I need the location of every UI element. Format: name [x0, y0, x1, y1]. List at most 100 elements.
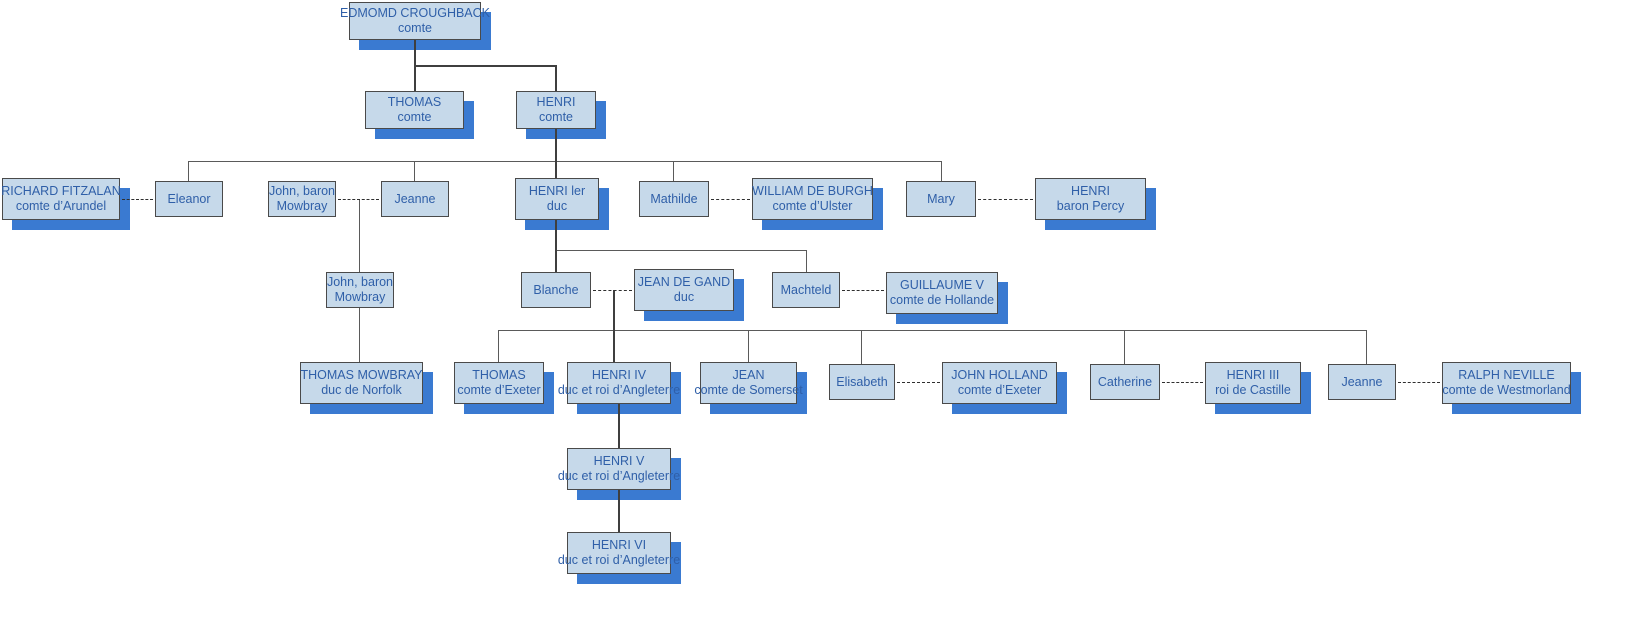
node-henri-ler-name: HENRI ler: [528, 184, 586, 199]
connector-to-henri-iv: [613, 330, 615, 362]
node-mary[interactable]: Mary: [906, 181, 976, 217]
node-william-de-burgh-name: WILLIAM DE BURGH: [752, 184, 873, 199]
node-edmond-title: comte: [397, 21, 433, 35]
connector-to-mathilde: [673, 161, 675, 181]
node-john-holland-name: JOHN HOLLAND: [951, 368, 1048, 383]
node-john-mowbray-1-name: John, baron: [268, 184, 336, 199]
node-richard-fitzalan-title: comte d’Arundel: [15, 199, 107, 213]
marriage-link-jeanne-ralph: [1398, 382, 1440, 383]
connector-mowbray-descent: [359, 199, 361, 272]
node-thomas-comte-title: comte: [397, 110, 432, 124]
node-henri-ler-title: duc: [546, 199, 568, 213]
node-machteld-name: Machteld: [780, 282, 832, 297]
node-john-mowbray-2-name: John, baron: [326, 275, 394, 290]
node-blanche-name: Blanche: [533, 282, 579, 297]
node-henri-v-title: duc et roi d’Angleterre: [557, 469, 681, 483]
node-ralph-neville-title: comte de Westmorland: [1442, 383, 1571, 397]
node-guillaume-v-title: comte de Hollande: [889, 293, 995, 307]
marriage-link-catherine-henri3: [1162, 382, 1203, 383]
marriage-link-machteld-guillaume: [842, 290, 884, 291]
connector-to-machteld: [806, 250, 808, 272]
node-jean-de-gand-title: duc: [673, 290, 695, 304]
marriage-link-elisabeth-holland: [897, 382, 940, 383]
node-thomas-exeter-name: THOMAS: [472, 368, 526, 383]
connector-henri-comte-down: [555, 129, 557, 162]
node-jeanne-2-name: Jeanne: [1341, 374, 1383, 389]
node-henri-iii-title: roi de Castille: [1215, 383, 1291, 397]
marriage-link-richard-eleanor: [122, 199, 153, 200]
node-henri-comte-name: HENRI: [536, 95, 576, 110]
connector-to-henri-comte: [555, 65, 557, 91]
node-thomas-comte-name: THOMAS: [387, 95, 442, 110]
node-jeanne-2[interactable]: Jeanne: [1328, 364, 1396, 400]
node-mathilde-name: Mathilde: [650, 191, 698, 206]
marriage-link-mathilde-william: [711, 199, 750, 200]
connector-to-thomas-mowbray: [359, 308, 361, 362]
connector-to-jean-somerset: [748, 330, 750, 362]
node-henri-vi-name: HENRI VI: [591, 538, 647, 553]
node-henri-iii-name: HENRI III: [1226, 368, 1280, 383]
node-jeanne-1-name: Jeanne: [394, 191, 436, 206]
marriage-link-mary-henri-percy: [978, 199, 1033, 200]
node-john-mowbray-2-title: Mowbray: [334, 290, 386, 304]
node-henri-percy-title: baron Percy: [1056, 199, 1125, 213]
node-william-de-burgh-title: comte d’Ulster: [772, 199, 853, 213]
node-john-mowbray-1-title: Mowbray: [276, 199, 328, 213]
node-jeanne-1[interactable]: Jeanne: [381, 181, 449, 217]
connector-generation3-bus: [188, 161, 942, 163]
connector-generation5-bus: [498, 330, 1366, 332]
node-mary-name: Mary: [927, 191, 955, 206]
node-thomas-mowbray-title: duc de Norfolk: [321, 383, 402, 397]
node-jean-somerset-title: comte de Somerset: [694, 383, 803, 397]
node-edmond-name: EDMOMD CROUGHBACK: [340, 6, 491, 21]
node-henri-iv-title: duc et roi d’Angleterre: [557, 383, 681, 397]
node-thomas-mowbray-name: THOMAS MOWBRAY: [300, 368, 423, 383]
node-eleanor-name: Eleanor: [167, 191, 211, 206]
connector-henri-iv-to-v: [618, 404, 620, 448]
connector-to-catherine: [1124, 330, 1126, 364]
connector-to-mary: [941, 161, 943, 181]
node-henri-v-name: HENRI V: [593, 454, 645, 469]
node-mathilde[interactable]: Mathilde: [639, 181, 709, 217]
node-catherine[interactable]: Catherine: [1090, 364, 1160, 400]
connector-to-jeanne-1: [414, 161, 416, 181]
connector-generation4-bus: [555, 250, 807, 252]
node-elisabeth[interactable]: Elisabeth: [829, 364, 895, 400]
node-guillaume-v-name: GUILLAUME V: [899, 278, 985, 293]
connector-henri-v-to-vi: [618, 490, 620, 532]
node-ralph-neville-name: RALPH NEVILLE: [1458, 368, 1555, 383]
connector-to-henri-ler: [555, 161, 557, 178]
marriage-link-mowbray-jeanne: [338, 199, 379, 200]
connector-to-blanche: [555, 250, 557, 272]
node-jean-de-gand-name: JEAN DE GAND: [637, 275, 731, 290]
node-jean-somerset-name: JEAN: [732, 368, 765, 383]
node-blanche[interactable]: Blanche: [521, 272, 591, 308]
node-eleanor[interactable]: Eleanor: [155, 181, 223, 217]
node-thomas-exeter-title: comte d’Exeter: [457, 383, 541, 397]
node-john-holland-title: comte d’Exeter: [957, 383, 1042, 397]
connector-edmond-down: [414, 40, 416, 66]
connector-to-jeanne-2: [1366, 330, 1368, 364]
node-machteld[interactable]: Machteld: [772, 272, 840, 308]
